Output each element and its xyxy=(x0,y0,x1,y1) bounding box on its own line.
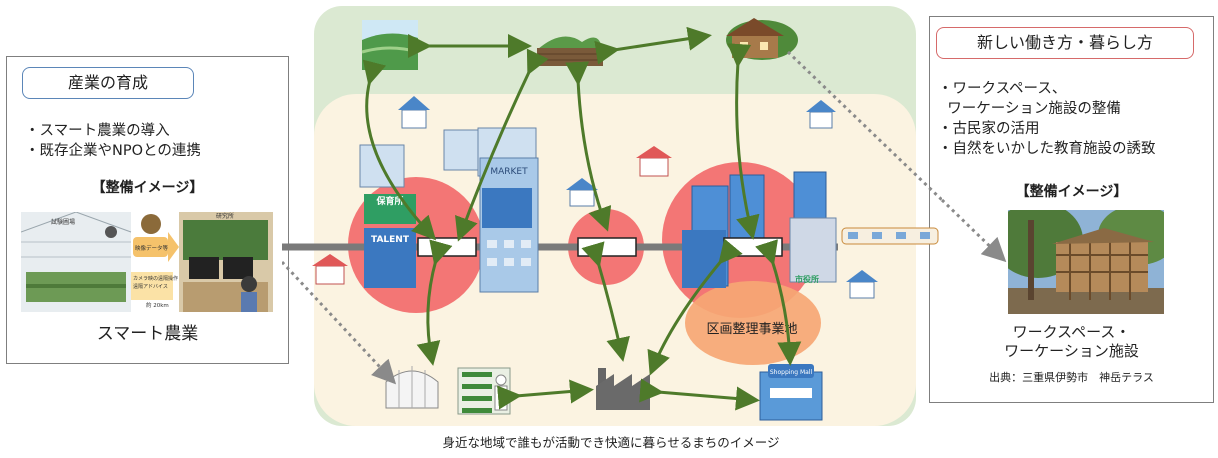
lab-label-distance: 約 20km xyxy=(146,301,169,309)
lab-label-field: 試験圃場 xyxy=(51,218,75,226)
industry-bullet: ・既存企業やNPOとの連携 xyxy=(25,143,201,159)
talent-sign: TALENT xyxy=(371,235,410,245)
workspace-caption: ワークスペース・ ワーケーション施設 xyxy=(930,323,1213,361)
lifestyle-bullets: ・ワークスペース、 ワーケーション施設の整備 ・古民家の活用 ・自然をいかした教… xyxy=(938,79,1156,159)
lifestyle-panel: 新しい働き方・暮らし方 ・ワークスペース、 ワーケーション施設の整備 ・古民家の… xyxy=(929,16,1214,403)
industry-panel: 産業の育成 ・スマート農業の導入 ・既存企業やNPOとの連携 【整備イメージ】 xyxy=(6,56,289,364)
workspace-photo xyxy=(1008,210,1164,314)
vertical-farm-icon xyxy=(457,367,511,415)
station-left xyxy=(417,237,477,257)
industry-title: 産業の育成 xyxy=(22,67,194,99)
market-sign: MARKET xyxy=(490,167,528,177)
link-arrow-left xyxy=(280,260,397,385)
lifestyle-bullet: ワーケーション施設の整備 xyxy=(938,101,1121,117)
link-arrow-right xyxy=(786,50,944,202)
lifestyle-title: 新しい働き方・暮らし方 xyxy=(936,27,1194,59)
lifestyle-bullet: ・古民家の活用 xyxy=(938,121,1040,137)
lab-label-advice: 遠隔アドバイス xyxy=(133,283,168,290)
house-icon xyxy=(636,146,672,177)
terraced-fields-icon xyxy=(361,20,419,70)
house-icon xyxy=(846,270,878,299)
industry-bullet: ・スマート農業の導入 xyxy=(25,123,170,139)
link-arrow-right-end xyxy=(940,198,1007,263)
shopping-mall-icon xyxy=(759,364,823,421)
factory-icon xyxy=(596,368,650,410)
lab-label-camera: カメラ映の遠隔操作 xyxy=(133,275,178,282)
diagram-caption: 身近な地域で誰もが活動でき快適に暮らせるまちのイメージ xyxy=(442,435,780,450)
industry-image-heading: 【整備イメージ】 xyxy=(91,180,204,196)
workspace-caption-line2: ワーケーション施設 xyxy=(1004,342,1139,360)
lifestyle-bullet: ・自然をいかした教育施設の誘致 xyxy=(938,141,1156,157)
photo-source: 出典：三重県伊勢市 神岳テラス xyxy=(989,371,1154,384)
lifestyle-image-heading: 【整備イメージ】 xyxy=(1015,184,1128,200)
industry-bullets: ・スマート農業の導入 ・既存企業やNPOとの連携 xyxy=(25,121,201,161)
workspace-caption-line1: ワークスペース・ xyxy=(1012,323,1131,341)
house-icon xyxy=(806,100,836,129)
station-right xyxy=(723,237,783,257)
lab-label-video: 映像データ等 xyxy=(135,244,169,252)
redevelopment-label: 区画整理事業地 xyxy=(706,321,797,337)
station-center xyxy=(577,237,637,257)
lab-label-lab: 研究所 xyxy=(216,212,234,220)
lifestyle-bullet: ・ワークスペース、 xyxy=(938,81,1067,97)
mall-sign: Shopping Mall xyxy=(770,369,813,376)
house-icon xyxy=(312,254,348,285)
town-diagram: MARKET 保育所 TALENT 市役所 xyxy=(280,0,944,454)
train-icon xyxy=(841,227,939,245)
smart-farming-caption: スマート農業 xyxy=(96,324,199,344)
cityhall-sign: 市役所 xyxy=(795,274,819,284)
smart-farming-illustration: 試験圃場 研究所 映像データ等 カメラ映の遠隔操作 遠隔アドバイス 約 20km xyxy=(21,212,273,312)
